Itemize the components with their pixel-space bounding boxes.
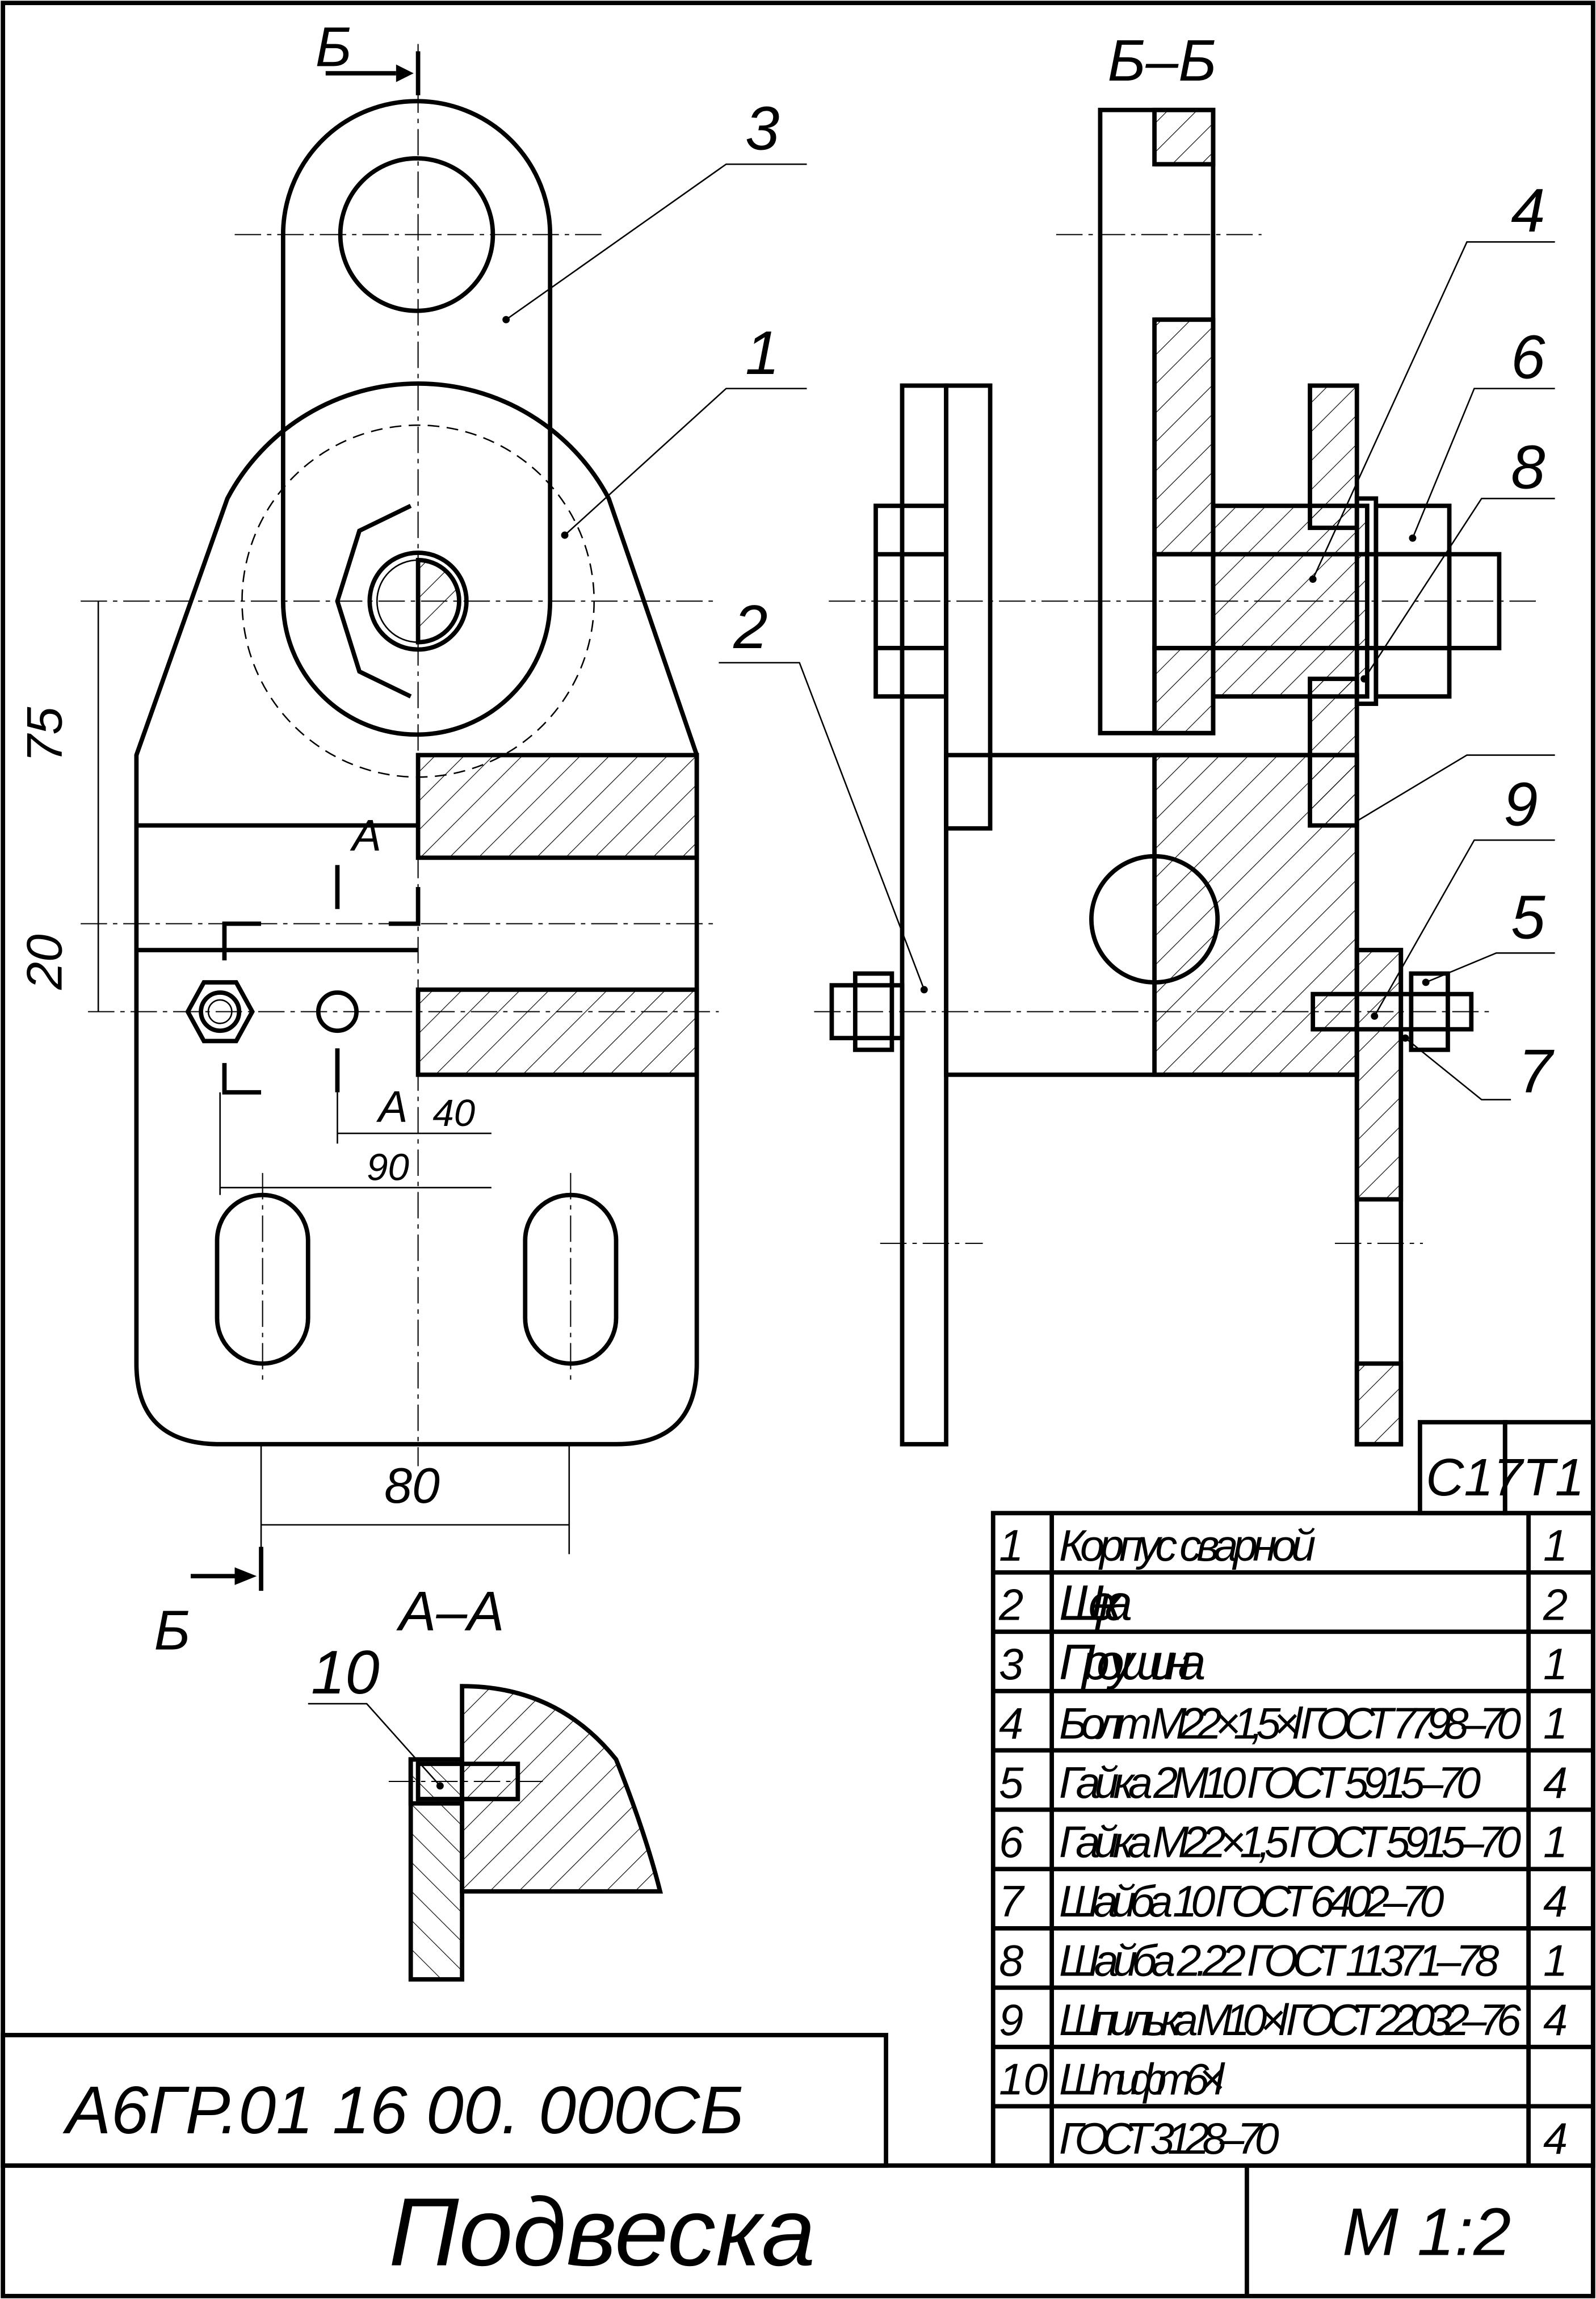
- dim-80: 80: [384, 1457, 440, 1514]
- part-position: 6: [999, 1818, 1024, 1867]
- section-mark-a-bottom: А: [376, 1082, 408, 1131]
- callout-5: 5: [1511, 882, 1545, 951]
- part-name: Гайка М22×1,5 ГОСТ 5915–70: [1059, 1818, 1521, 1867]
- designation: А6ГР.01 16 00. 000СБ: [62, 2073, 744, 2148]
- part-qty: 1: [1543, 1640, 1568, 1689]
- dim-75: 75: [16, 707, 73, 763]
- part-qty: 4: [1543, 1996, 1568, 2045]
- cheek-left: [900, 383, 948, 1447]
- parts-row: 6 Гайка М22×1,5 ГОСТ 5915–70 1: [993, 1818, 1593, 1872]
- callout-4: 4: [1511, 176, 1545, 245]
- part-position: 1: [999, 1522, 1023, 1570]
- part-position: 5: [999, 1759, 1024, 1808]
- parts-row: 3 Проушина 1: [993, 1634, 1593, 1693]
- callout-3: 3: [745, 94, 779, 163]
- parts-row: 9 Шпилька М10×l ГОСТ 22032–76 4: [993, 1996, 1593, 2049]
- part-qty: 1: [1543, 1818, 1568, 1867]
- part-name: Гайка 2М10 ГОСТ 5915–70: [1059, 1759, 1481, 1808]
- part-name: Проушина: [1059, 1634, 1206, 1690]
- section-mark-a-top: А: [350, 811, 381, 860]
- part-position: 10: [999, 2056, 1048, 2104]
- drawing-title: Подвеска: [389, 2179, 816, 2287]
- front-view: 75 20 40 90 80 Б Б А А 3 1: [16, 15, 807, 1661]
- body-outline: [134, 381, 699, 1447]
- parts-row: 7 Шайба 10 ГОСТ 6402–70 4: [993, 1877, 1593, 1931]
- part-position: 3: [999, 1640, 1023, 1689]
- part-qty: 1: [1543, 1937, 1568, 1986]
- callout-6: 6: [1511, 323, 1545, 392]
- section-aa-label: А–А: [396, 1580, 505, 1642]
- part-position: 4: [999, 1700, 1023, 1749]
- part-name: Штифт 6×l: [1059, 2056, 1225, 2104]
- parts-row: 1 Корпус сварной 1: [993, 1522, 1593, 1575]
- section-aa-view: А–А 10: [308, 1580, 663, 1982]
- parts-row: 2 Щека 2: [993, 1575, 1593, 1634]
- scale: М 1:2: [1342, 2195, 1511, 2270]
- header-cell-t1: Т1: [1523, 1448, 1585, 1507]
- part-name: Шпилька М10×l ГОСТ 22032–76: [1059, 1996, 1522, 2045]
- callout-9: 9: [1503, 770, 1538, 839]
- title-block: А6ГР.01 16 00. 000СБ Подвеска М 1:2: [1, 2033, 1593, 2296]
- part-name: ГОСТ 3128–70: [1059, 2115, 1279, 2163]
- part-qty: 4: [1543, 2115, 1568, 2163]
- parts-row: 4 Болт М22×1,5×l ГОСТ 7798–70 1: [993, 1700, 1593, 1753]
- part-position: 8: [999, 1937, 1023, 1986]
- part-qty: 4: [1543, 1877, 1568, 1926]
- part-name: Шайба 2.22 ГОСТ 11371–78: [1059, 1937, 1499, 1986]
- header-cell-c17: С17: [1426, 1448, 1524, 1507]
- part-position: 9: [999, 1996, 1023, 2045]
- section-bb-view: Б–Б 4 6 8 2 9: [719, 27, 1555, 1447]
- callout-1: 1: [745, 318, 779, 387]
- dim-20: 20: [16, 934, 73, 990]
- callout-8: 8: [1511, 432, 1545, 501]
- callout-2: 2: [733, 592, 767, 661]
- hatched-rib-top: [415, 753, 699, 860]
- part-name: Щека: [1059, 1575, 1132, 1631]
- part-position: 2: [998, 1581, 1023, 1630]
- dim-90: 90: [367, 1146, 409, 1189]
- part-name: Шайба 10 ГОСТ 6402–70: [1059, 1877, 1444, 1926]
- section-bb-label: Б–Б: [1107, 27, 1216, 93]
- callout-10: 10: [311, 1638, 380, 1707]
- part-name: Корпус сварной: [1059, 1522, 1316, 1570]
- callout-7: 7: [1518, 1037, 1555, 1106]
- part-qty: 1: [1543, 1700, 1568, 1749]
- part-qty: 1: [1543, 1522, 1568, 1570]
- parts-row: 5 Гайка 2М10 ГОСТ 5915–70 4: [993, 1759, 1593, 1812]
- section-mark-b-bottom: Б: [154, 1599, 190, 1662]
- parts-row: 8 Шайба 2.22 ГОСТ 11371–78 1: [993, 1937, 1593, 1990]
- part-qty: 2: [1543, 1581, 1568, 1630]
- part-name: Болт М22×1,5×l ГОСТ 7798–70: [1059, 1700, 1521, 1749]
- part-position: 7: [999, 1877, 1025, 1926]
- section-mark-b-top: Б: [316, 15, 352, 78]
- parts-row: ГОСТ 3128–70 4: [1059, 2115, 1568, 2163]
- part-qty: 4: [1543, 1759, 1568, 1808]
- dim-40: 40: [432, 1092, 475, 1134]
- hatched-rib-bottom: [415, 987, 699, 1077]
